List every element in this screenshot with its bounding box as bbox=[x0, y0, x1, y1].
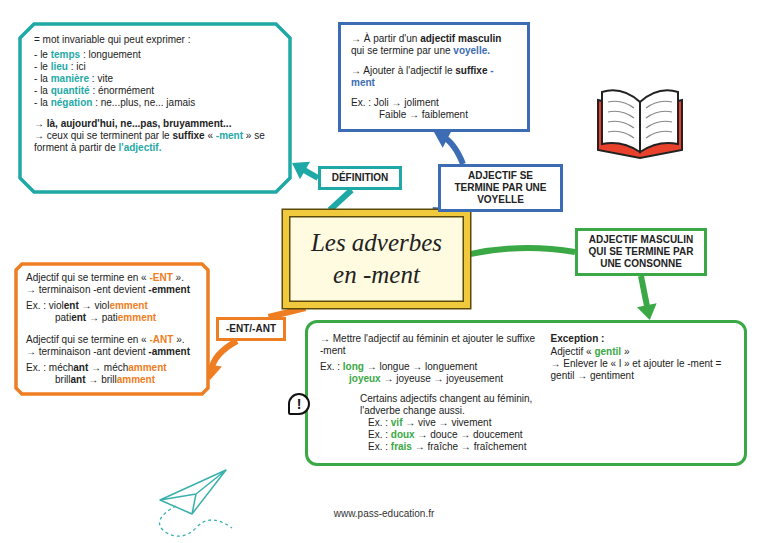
node-text: Faible → faiblement bbox=[351, 109, 517, 121]
node-text: brillant → brillamment bbox=[26, 374, 198, 386]
node-text: -ENT/-ANT bbox=[224, 323, 278, 335]
highlight: -emment bbox=[148, 284, 190, 295]
highlight: amment bbox=[117, 374, 155, 385]
book-page bbox=[640, 90, 678, 152]
highlight: suffixe bbox=[172, 130, 204, 141]
connector-line bbox=[641, 276, 648, 310]
rule-box: → Mettre l'adjectif au féminin et ajoute… bbox=[305, 320, 747, 466]
column: Exception :Adjectif « gentil »→ Enlever … bbox=[551, 333, 732, 453]
node-text: joyeux → joyeuse → joyeusement bbox=[320, 373, 539, 385]
paper-plane bbox=[160, 470, 226, 514]
node-text: → Ajouter à l'adjectif le suffixe -ment bbox=[351, 65, 517, 89]
highlight: quantité bbox=[51, 85, 90, 96]
arrow-head bbox=[637, 303, 657, 320]
node-text: → terminaison -ant devient -amment bbox=[26, 346, 198, 358]
box-outline-shape bbox=[20, 24, 290, 192]
highlight: emment bbox=[118, 312, 156, 323]
node-text: - la négation : ne...plus, ne... jamais bbox=[34, 97, 276, 109]
highlight: frais bbox=[391, 441, 412, 452]
node-text: Ex. : frais → fraîche → fraîchement bbox=[320, 441, 539, 453]
connector bbox=[292, 162, 318, 179]
highlight: ent bbox=[71, 312, 86, 323]
node-text: DÉFINITION bbox=[326, 172, 394, 184]
node-text: - le temps : longuement bbox=[34, 49, 276, 61]
node-text: ADJECTIF MASCULIN QUI SE TERMINE PAR UNE… bbox=[583, 234, 699, 270]
node-text: Ex. : Joli → joliment bbox=[351, 97, 517, 109]
highlight: suffixe bbox=[455, 65, 487, 76]
branch-tag: ADJECTIF MASCULIN QUI SE TERMINE PAR UNE… bbox=[575, 228, 707, 276]
highlight: doux bbox=[391, 429, 415, 440]
node-text: Ex. : doux → douce → doucement bbox=[320, 429, 539, 441]
connector bbox=[470, 248, 575, 254]
book-page bbox=[602, 90, 640, 152]
highlight: amment bbox=[128, 362, 166, 373]
connector-line bbox=[330, 190, 352, 210]
node-text: Les adverbes en -ment bbox=[299, 227, 454, 292]
node-text: → ceux qui se terminent par le suffixe «… bbox=[34, 130, 276, 154]
node-text: - la manière : vite bbox=[34, 73, 276, 85]
highlight: adjectif bbox=[420, 33, 455, 44]
node-text: Ex. : long → longue → longuement bbox=[320, 361, 539, 373]
node-text: = mot invariable qui peut exprimer : bbox=[34, 34, 276, 46]
highlight: -ment bbox=[216, 130, 243, 141]
highlight: ent bbox=[64, 300, 79, 311]
node-text: → terminaison -ent devient -emment bbox=[26, 284, 198, 296]
node-text: Exception : bbox=[551, 333, 732, 345]
highlight: gentil bbox=[594, 346, 621, 357]
title-box: Les adverbes en -ment bbox=[283, 210, 470, 308]
warning-icon: ! bbox=[288, 393, 310, 415]
node-text: Ex. : méchant → méchamment bbox=[26, 362, 198, 374]
node-text: Ex. : vif → vive → vivement bbox=[320, 417, 539, 429]
highlight: voyelle. bbox=[453, 45, 490, 56]
highlight: masculin bbox=[458, 33, 501, 44]
highlight: emment bbox=[109, 300, 147, 311]
node-text: → Mettre l'adjectif au féminin et ajoute… bbox=[320, 333, 539, 357]
node-text: Certains adjectifs changent au féminin, … bbox=[320, 393, 539, 417]
node-text: Adjectif qui se termine en « -ANT ». bbox=[26, 334, 198, 346]
highlight: lieu bbox=[51, 61, 68, 72]
highlight: -amment bbox=[148, 346, 190, 357]
node-text: → À partir d'un adjectif masculin qui se… bbox=[351, 33, 517, 57]
highlight: joyeux bbox=[349, 373, 381, 384]
highlight: ant bbox=[71, 374, 86, 385]
connector bbox=[330, 190, 352, 210]
arrow-head bbox=[292, 162, 310, 179]
highlight: l'adjectif. bbox=[119, 142, 162, 153]
highlight: négation bbox=[51, 97, 93, 108]
node-text: - la quantité : énormément bbox=[34, 85, 276, 97]
book-lines bbox=[608, 101, 672, 138]
highlight: -ANT bbox=[149, 334, 173, 345]
definition-box: = mot invariable qui peut exprimer : - le… bbox=[18, 22, 292, 194]
highlight: ant bbox=[73, 362, 88, 373]
rule-box: → À partir d'un adjectif masculin qui se… bbox=[338, 22, 530, 132]
node-text: Adjectif « gentil » bbox=[551, 346, 732, 358]
plane-trail bbox=[160, 506, 232, 536]
branch-tag: ADJECTIF SE TERMINE PAR UNE VOYELLE bbox=[438, 164, 563, 212]
highlight: temps bbox=[51, 49, 80, 60]
rule-box: Adjectif qui se termine en « -ENT ».→ te… bbox=[14, 262, 210, 396]
node-text: Ex. : violent → violemment bbox=[26, 300, 198, 312]
node-text: - le lieu : ici bbox=[34, 61, 276, 73]
connector-line bbox=[470, 248, 575, 254]
connector-line bbox=[269, 308, 306, 317]
highlight: -ENT bbox=[149, 272, 172, 283]
connector bbox=[269, 308, 306, 317]
branch-tag: DÉFINITION bbox=[318, 166, 402, 190]
highlight: long bbox=[343, 361, 364, 372]
arrow-head bbox=[434, 130, 452, 148]
node-text: → là, aujourd'hui, ne...pas, bruyamment.… bbox=[34, 118, 276, 130]
branch-tag: -ENT/-ANT bbox=[216, 317, 286, 341]
node-text: ADJECTIF SE TERMINE PAR UNE VOYELLE bbox=[446, 170, 555, 206]
box-outline-shape bbox=[16, 264, 208, 394]
connector bbox=[434, 130, 463, 164]
connector bbox=[637, 276, 657, 320]
watermark: www.pass-education.fr bbox=[0, 508, 768, 519]
node-text: patient → patiemment bbox=[26, 312, 198, 324]
highlight: vif bbox=[391, 417, 403, 428]
node-text: → Enlever le « l » et ajouter le -ment =… bbox=[551, 358, 732, 382]
highlight: manière bbox=[51, 73, 89, 84]
node-text: Adjectif qui se termine en « -ENT ». bbox=[26, 272, 198, 284]
column: → Mettre l'adjectif au féminin et ajoute… bbox=[320, 333, 539, 453]
